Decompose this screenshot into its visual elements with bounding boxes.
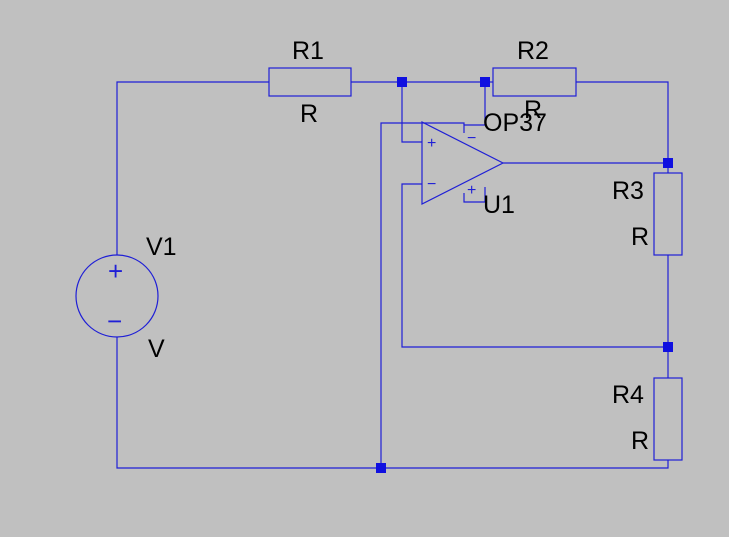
wire-feedback-to-minus-input — [401, 183, 668, 348]
opamp-vplus-sign: + — [467, 182, 476, 199]
junction-node-c[interactable] — [663, 158, 673, 168]
v1-value-label: V — [148, 335, 165, 363]
junction-node-a[interactable] — [397, 77, 407, 87]
r2-ref-label: R2 — [517, 37, 549, 65]
r3-ref-label: R3 — [612, 177, 644, 205]
r3-value-label: R — [631, 223, 649, 251]
junction-node-e[interactable] — [376, 463, 386, 473]
r1-value-label: R — [300, 100, 318, 128]
r2-value-label: R — [524, 96, 542, 124]
opamp-vminus-sign: − — [467, 130, 476, 147]
voltage-source-circle — [75, 254, 159, 338]
labels: R1 R R2 R OP37 U1 R3 R R4 R V1 V — [146, 37, 649, 455]
source-minus-sign: − — [107, 306, 122, 336]
v1-ref-label: V1 — [146, 233, 177, 261]
resistor-r3[interactable] — [653, 172, 683, 256]
wire-v1-bottom-to-ground-rail — [116, 337, 381, 469]
voltage-source-v1[interactable]: + − — [75, 254, 159, 338]
r4-ref-label: R4 — [612, 381, 644, 409]
opamp-triangle — [421, 121, 505, 205]
u1-value-label: OP37 — [483, 109, 547, 137]
junction-node-b[interactable] — [480, 77, 490, 87]
wire-ground-rail-to-r4 — [381, 460, 669, 469]
junction-node-d[interactable] — [663, 342, 673, 352]
opamp-minus-input-sign: − — [427, 176, 436, 193]
r1-ref-label: R1 — [292, 37, 324, 65]
wire-node-b-to-vminus — [463, 82, 486, 133]
resistor-r2[interactable] — [492, 67, 577, 97]
wire-v1-top-to-r1 — [116, 81, 269, 255]
u1-ref-label: U1 — [483, 191, 515, 219]
junctions — [376, 77, 673, 473]
opamp-u1[interactable]: + − − + — [421, 121, 505, 205]
source-plus-sign: + — [108, 256, 123, 286]
resistor-r1[interactable] — [268, 67, 352, 97]
r4-value-label: R — [631, 427, 649, 455]
wire-vplus-pin — [463, 187, 486, 203]
opamp-plus-input-sign: + — [427, 135, 436, 152]
resistor-r4[interactable] — [653, 377, 683, 461]
wires — [116, 81, 669, 469]
wire-r2-to-node-c — [576, 81, 669, 163]
wire-node-a-to-plus-input — [401, 82, 422, 143]
